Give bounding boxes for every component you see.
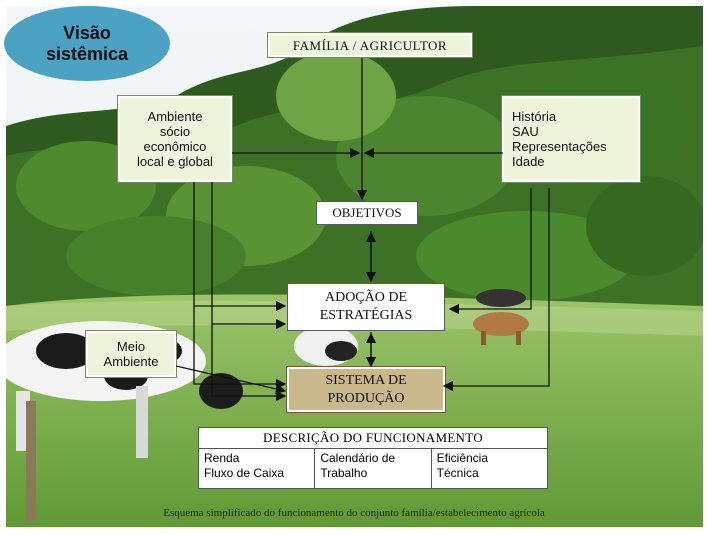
ambiente-socioeconomico-box: Ambiente sócio econômico local e global — [118, 96, 232, 182]
descricao-item: Fluxo de Caixa — [204, 466, 285, 480]
historia-line: Idade — [512, 154, 545, 169]
ambiente-line: sócio — [159, 124, 191, 139]
objetivos-box: OBJETIVOS — [316, 201, 418, 225]
familia-agricultor-box: FAMÍLIA / AGRICULTOR — [268, 33, 472, 57]
meio-line: Meio — [116, 339, 146, 354]
descricao-item: Técnica — [436, 466, 479, 480]
descricao-item: Trabalho — [320, 466, 368, 480]
descricao-item: Renda — [204, 451, 240, 465]
sistema-line: SISTEMA DE — [325, 372, 407, 388]
descricao-title: DESCRIÇÃO DO FUNCIONAMENTO — [199, 428, 547, 449]
descricao-funcionamento-table: DESCRIÇÃO DO FUNCIONAMENTO Renda Fluxo d… — [198, 427, 548, 489]
adocao-estrategias-box: ADOÇÃO DE ESTRATÉGIAS — [287, 283, 445, 331]
meio-line: Ambiente — [103, 354, 159, 369]
cow-center — [294, 326, 358, 366]
figure-caption: Esquema simplificado do funcionamento do… — [163, 507, 545, 519]
historia-line: Representações — [512, 139, 607, 154]
descricao-item: Calendário de — [320, 451, 396, 465]
sistema-producao-box: SISTEMA DE PRODUÇÃO — [287, 367, 445, 412]
descricao-column: Calendário de Trabalho — [314, 449, 430, 489]
familia-agricultor-label: FAMÍLIA / AGRICULTOR — [292, 37, 448, 53]
ambiente-line: econômico — [143, 139, 207, 154]
ambiente-line: local e global — [137, 154, 213, 169]
badge-line2: sistêmica — [45, 43, 129, 64]
objetivos-label: OBJETIVOS — [332, 205, 402, 220]
badge-line1: Visão — [63, 22, 111, 43]
adocao-line: ESTRATÉGIAS — [319, 308, 413, 323]
descricao-column: Renda Fluxo de Caixa — [199, 449, 314, 489]
historia-box: História SAU Representações Idade — [502, 96, 640, 182]
ambiente-line: Ambiente — [147, 109, 203, 124]
historia-line: História — [512, 109, 557, 124]
historia-line: SAU — [512, 124, 539, 139]
meio-ambiente-box: Meio Ambiente — [86, 331, 176, 377]
adocao-line: ADOÇÃO DE — [324, 290, 408, 305]
descricao-column: Eficiência Técnica — [430, 449, 547, 489]
descricao-item: Eficiência — [436, 451, 489, 465]
sistema-line: PRODUÇÃO — [327, 390, 405, 406]
